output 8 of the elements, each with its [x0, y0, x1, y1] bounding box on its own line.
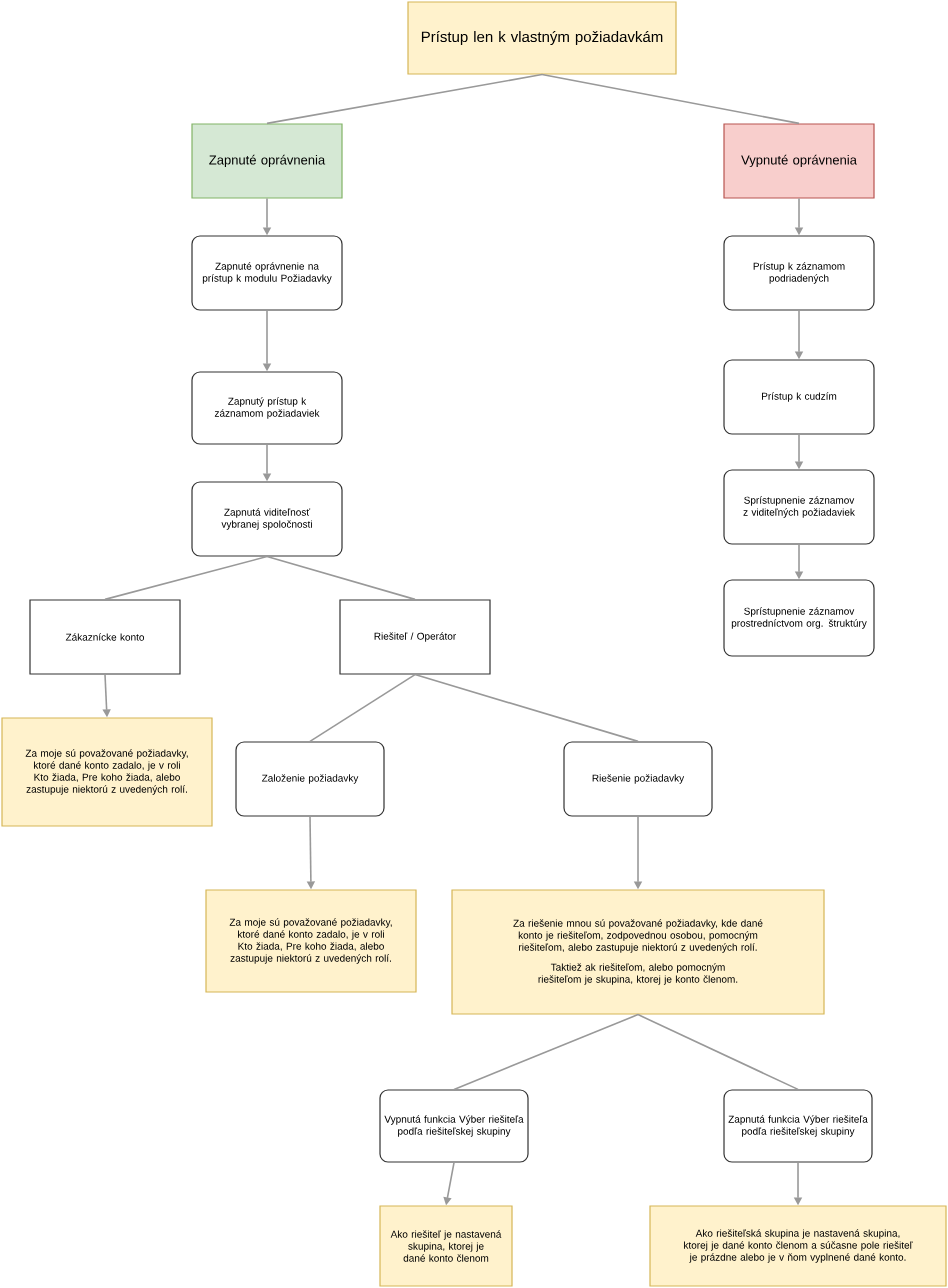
connector-line: [266, 555, 416, 601]
connector-line: [266, 73, 543, 125]
connector-line: [104, 555, 268, 601]
connector-line: [541, 73, 800, 125]
connector-line: [637, 1013, 799, 1091]
connector-line: [453, 1013, 639, 1091]
connector-line: [414, 673, 639, 743]
connector-line: [309, 673, 416, 743]
